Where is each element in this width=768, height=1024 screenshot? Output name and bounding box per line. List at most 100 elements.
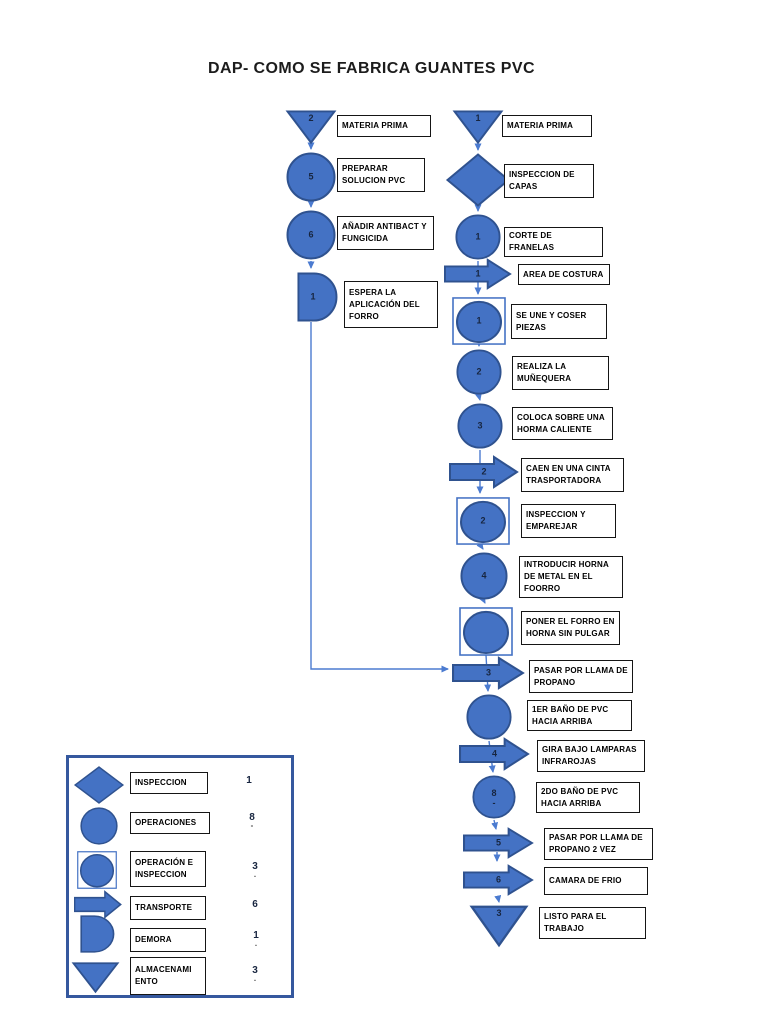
legend-label-box: OPERACIÓN E INSPECCION: [130, 851, 206, 887]
transport-arrow-icon: [459, 737, 530, 771]
step-label-box: INTRODUCIR HORNA DE METAL EN EL FOORRO: [519, 556, 623, 598]
step-label: REALIZA LA MUÑEQUERA: [517, 362, 572, 383]
demora-symbol: [80, 915, 115, 953]
step-label: CAEN EN UNA CINTA TRASPORTADORA: [526, 464, 611, 485]
legend-box: INSPECCION 1 OPERACIONES 8 - OPERACIÓN E…: [66, 755, 294, 998]
legend-count: 1: [241, 775, 257, 786]
step-label: AÑADIR ANTIBACT Y FUNGICIDA: [342, 222, 427, 243]
operation-circle-icon: [455, 214, 501, 260]
almacenamiento-symbol: 2: [285, 110, 337, 145]
step-label-box: INSPECCION Y EMPAREJAR: [521, 504, 616, 538]
transport-arrow-icon: [444, 258, 512, 290]
operation-inspection-icon: [459, 607, 513, 656]
operacion-symbol: 6: [286, 210, 336, 260]
operation-circle-icon: [457, 403, 503, 449]
inspeccion-symbol: [445, 153, 511, 207]
step-label: MATERIA PRIMA: [342, 121, 409, 130]
operacion-symbol: [80, 807, 118, 845]
legend-count-value: 8: [249, 812, 255, 823]
transport-arrow-icon: [463, 827, 534, 859]
step-label: INSPECCION Y EMPAREJAR: [526, 510, 586, 531]
legend-count-value: 1: [246, 775, 252, 786]
legend-count-mark: .: [253, 974, 257, 983]
legend-count-value: 6: [252, 899, 258, 910]
step-label-box: AREA DE COSTURA: [518, 264, 610, 285]
step-number-mark: -: [492, 797, 496, 808]
legend-label: DEMORA: [135, 935, 172, 944]
step-label: PONER EL FORRO EN HORNA SIN PULGAR: [526, 617, 615, 638]
operation-inspection-icon: [456, 497, 510, 545]
connector-line: [478, 595, 486, 604]
operacion-symbol: 5: [286, 152, 336, 202]
page-title: DAP- COMO SE FABRICA GUANTES PVC: [208, 60, 535, 77]
transporte-symbol: 4: [459, 737, 530, 771]
operacion-symbol: [466, 694, 512, 740]
legend-label-box: ALMACENAMI ENTO: [130, 957, 206, 995]
operacion-inspeccion-symbol: [77, 851, 117, 889]
operacion-symbol: 1: [455, 214, 501, 260]
step-label: GIRA BAJO LAMPARAS INFRAROJAS: [542, 745, 637, 766]
step-label-box: CAEN EN UNA CINTA TRASPORTADORA: [521, 458, 624, 492]
transport-arrow-icon: [452, 656, 525, 690]
legend-label: OPERACIONES: [135, 818, 197, 827]
step-label: PREPARAR SOLUCION PVC: [342, 164, 406, 185]
legend-count-value: 3: [252, 965, 258, 976]
legend-label-box: TRANSPORTE: [130, 896, 206, 920]
step-label-box: COLOCA SOBRE UNA HORMA CALIENTE: [512, 407, 613, 440]
operation-circle-icon: [286, 210, 336, 260]
step-label: PASAR POR LLAMA DE PROPANO 2 VEZ: [549, 833, 643, 854]
step-label-box: CORTE DE FRANELAS: [504, 227, 603, 257]
operation-circle-icon: [286, 152, 336, 202]
operation-circle-icon: [460, 552, 508, 600]
step-label-box: PREPARAR SOLUCION PVC: [337, 158, 425, 192]
legend-count-mark: .: [253, 870, 257, 879]
transporte-symbol: 3: [452, 656, 525, 690]
connector-line: [476, 541, 484, 550]
legend-count: 6: [247, 899, 263, 910]
legend-count: 1 .: [248, 930, 264, 948]
legend-count: 3 .: [247, 861, 263, 879]
transporte-symbol: [74, 890, 122, 919]
connector-line: [475, 392, 482, 401]
step-label: INSPECCION DE CAPAS: [509, 170, 575, 191]
legend-label-box: DEMORA: [130, 928, 206, 952]
step-label-box: PASAR POR LLAMA DE PROPANO: [529, 660, 633, 693]
step-label-box: ESPERA LA APLICACIÓN DEL FORRO: [344, 281, 438, 328]
step-label: PASAR POR LLAMA DE PROPANO: [534, 665, 628, 687]
transporte-symbol: 5: [463, 827, 534, 859]
legend-label: INSPECCION: [135, 778, 187, 787]
transport-arrow-icon: [74, 890, 122, 919]
connector-line: [491, 819, 499, 830]
step-label-box: INSPECCION DE CAPAS: [504, 164, 594, 198]
operacion-symbol: 2: [456, 349, 502, 395]
legend-count: 8 -: [244, 812, 260, 830]
step-label-box: PONER EL FORRO EN HORNA SIN PULGAR: [521, 611, 620, 645]
step-label-box: AÑADIR ANTIBACT Y FUNGICIDA: [337, 216, 434, 250]
transporte-symbol: 1: [444, 258, 512, 290]
step-label: 1ER BAÑO DE PVC HACIA ARRIBA: [532, 704, 609, 726]
inspection-diamond-icon: [445, 153, 511, 207]
step-label: COLOCA SOBRE UNA HORMA CALIENTE: [517, 412, 605, 434]
legend-count: 3 .: [247, 965, 263, 983]
step-label-box: GIRA BAJO LAMPARAS INFRAROJAS: [537, 740, 645, 772]
almacenamiento-symbol: [71, 962, 120, 994]
storage-triangle-icon: [71, 962, 120, 994]
legend-count-value: 1: [253, 930, 259, 941]
operacion-symbol: 8 -: [472, 775, 516, 819]
step-label-box: MATERIA PRIMA: [502, 115, 592, 137]
legend-label: OPERACIÓN E INSPECCION: [135, 858, 194, 879]
almacenamiento-symbol: 1: [452, 110, 504, 145]
operation-inspection-icon: [452, 297, 506, 345]
storage-triangle-icon: [452, 110, 504, 145]
step-label: MATERIA PRIMA: [507, 121, 574, 130]
step-label: INTRODUCIR HORNA DE METAL EN EL FOORRO: [524, 560, 609, 593]
transport-arrow-icon: [463, 864, 534, 896]
operation-circle-icon: [456, 349, 502, 395]
inspection-diamond-icon: [73, 766, 125, 804]
operation-inspection-icon: [77, 851, 117, 889]
operacion-inspeccion-symbol: [459, 607, 513, 656]
step-label-box: CAMARA DE FRIO: [544, 867, 648, 895]
step-label-box: MATERIA PRIMA: [337, 115, 431, 137]
operation-circle-icon: [466, 694, 512, 740]
